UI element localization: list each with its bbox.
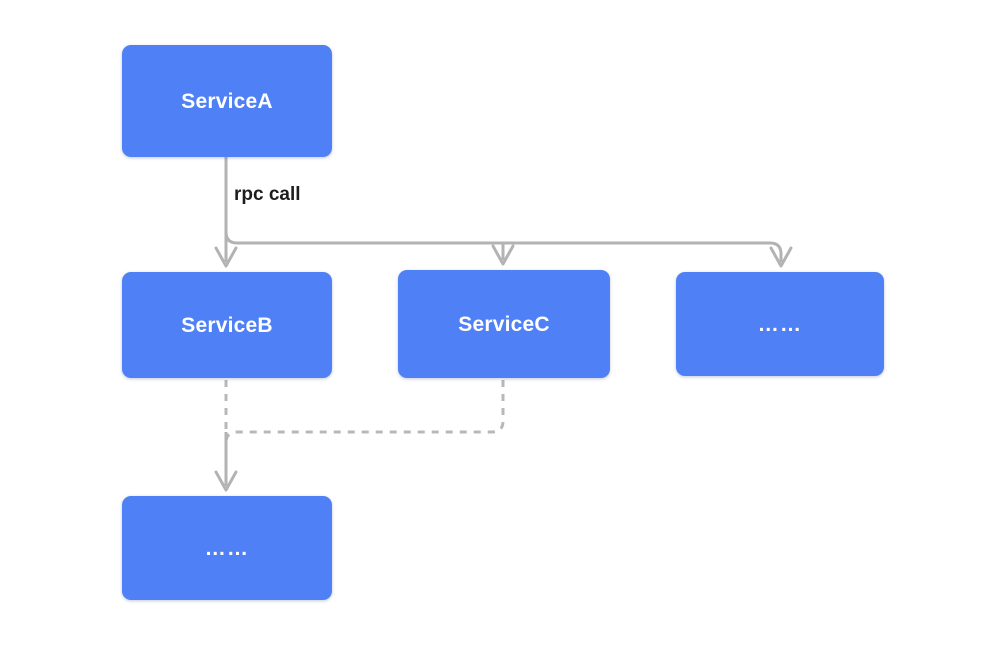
arrowhead-servicec	[491, 244, 515, 266]
node-servicec-label: ServiceC	[458, 312, 550, 336]
edge-servicec-dashed	[224, 380, 505, 444]
node-serviceb-label: ServiceB	[181, 313, 273, 337]
node-more-tier1[interactable]: ……	[676, 272, 884, 376]
node-more-tier2[interactable]: ……	[122, 496, 332, 600]
node-more-tier1-label: ……	[757, 312, 803, 336]
edge-label-rpc-call: rpc call	[234, 184, 301, 205]
node-more-tier2-label: ……	[204, 536, 250, 560]
arrowhead-more-tier1	[769, 246, 793, 268]
arrowhead-more-tier2	[214, 470, 238, 492]
arrowhead-serviceb	[214, 246, 238, 268]
node-serviceb[interactable]: ServiceB	[122, 272, 332, 378]
node-servicea-label: ServiceA	[181, 89, 273, 113]
node-servicec[interactable]: ServiceC	[398, 270, 610, 378]
node-servicea[interactable]: ServiceA	[122, 45, 332, 157]
